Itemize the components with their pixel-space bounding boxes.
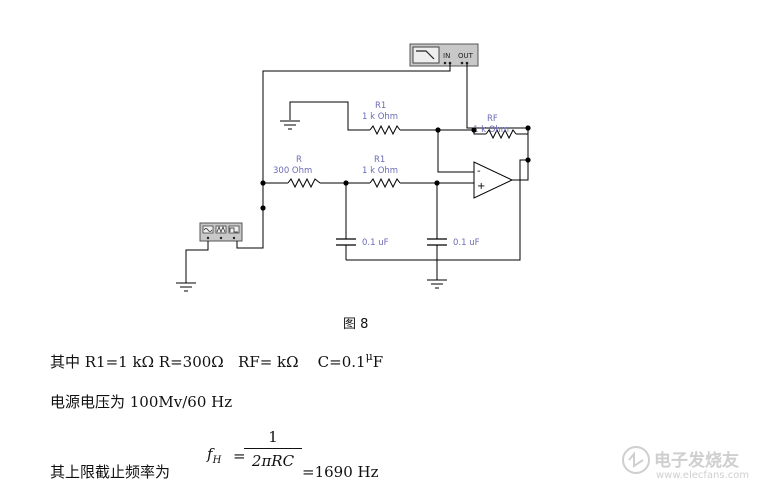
bode-in-label: IN: [443, 52, 450, 60]
wires: [185, 63, 529, 283]
capacitor-c1[interactable]: [336, 238, 356, 246]
square-wave-icon: [229, 227, 238, 233]
params-prefix: 其中 R1=1 k: [50, 353, 142, 371]
c2-value: 0.1 uF: [453, 238, 480, 248]
params-unit-f: F: [372, 353, 384, 371]
equals-sign: =: [233, 447, 246, 465]
ohm-symbol-3: Ω: [286, 353, 299, 371]
ohm-symbol-1: Ω: [141, 353, 155, 371]
watermark-url: www.elecfans.com: [656, 470, 750, 481]
params-r: R=300: [154, 353, 212, 371]
supply-voltage-line: 电源电压为 100Mv/60 Hz: [50, 393, 233, 411]
resistor-r1-top[interactable]: [369, 124, 401, 136]
figure-caption: 图 8: [343, 317, 369, 332]
r-name: R: [296, 155, 302, 165]
watermark-logo: 电子发烧友 www.elecfans.com: [620, 440, 760, 484]
fh-symbol: fH: [207, 447, 221, 466]
params-rf: RF= k: [223, 353, 287, 371]
fraction-bar: [244, 448, 302, 449]
r1-mid-value: 1 k Ohm: [362, 166, 398, 176]
ground-icon: [280, 120, 300, 130]
sine-wave-icon: [203, 228, 213, 232]
rf-name: RF: [487, 114, 498, 124]
resistor-r1-mid[interactable]: [369, 177, 401, 189]
resistor-rf[interactable]: [485, 128, 517, 140]
r1-top-value: 1 k Ohm: [362, 112, 398, 122]
params-c: C=0.1: [298, 353, 366, 371]
opamp-minus: -: [477, 166, 481, 177]
bode-plotter[interactable]: IN OUT: [409, 43, 479, 67]
circuit-diagram: IN OUT: [176, 43, 531, 292]
cutoff-result: =1690 Hz: [302, 463, 379, 481]
fraction-denominator: 2πRC: [251, 452, 295, 470]
bode-out-label: OUT: [458, 52, 474, 60]
r1-mid-name: R1: [374, 155, 385, 165]
mu-symbol: μ: [365, 350, 373, 363]
params-line: 其中 R1=1 kΩ R=300Ω RF= kΩ C=0.1μF: [50, 351, 383, 370]
junction-dots: [260, 125, 531, 211]
r1-top-name: R1: [375, 101, 386, 111]
triangle-wave-icon: [216, 226, 226, 233]
ground-icon: [427, 279, 447, 289]
ohm-symbol-2: Ω: [211, 353, 224, 371]
rf-value: 1 k Ohm: [473, 125, 509, 135]
resistor-r[interactable]: [287, 177, 321, 189]
opamp[interactable]: - +: [473, 161, 514, 199]
elecfans-logo-icon: [622, 446, 650, 474]
fraction-numerator: 1: [268, 428, 278, 446]
cutoff-label: 其上限截止频率为: [50, 463, 171, 481]
bode-plot-icon: [416, 50, 435, 60]
h-subscript: H: [212, 455, 222, 466]
opamp-plus: +: [477, 181, 485, 192]
function-generator[interactable]: [199, 222, 243, 242]
cutoff-formula-fraction: 1 2πRC: [244, 428, 302, 470]
r-value: 300 Ohm: [273, 166, 312, 176]
f-symbol: f: [207, 445, 213, 463]
watermark-site-text: 电子发烧友: [654, 451, 739, 471]
ground-icon: [176, 282, 196, 292]
capacitor-c2[interactable]: [427, 238, 447, 246]
c1-value: 0.1 uF: [362, 238, 389, 248]
